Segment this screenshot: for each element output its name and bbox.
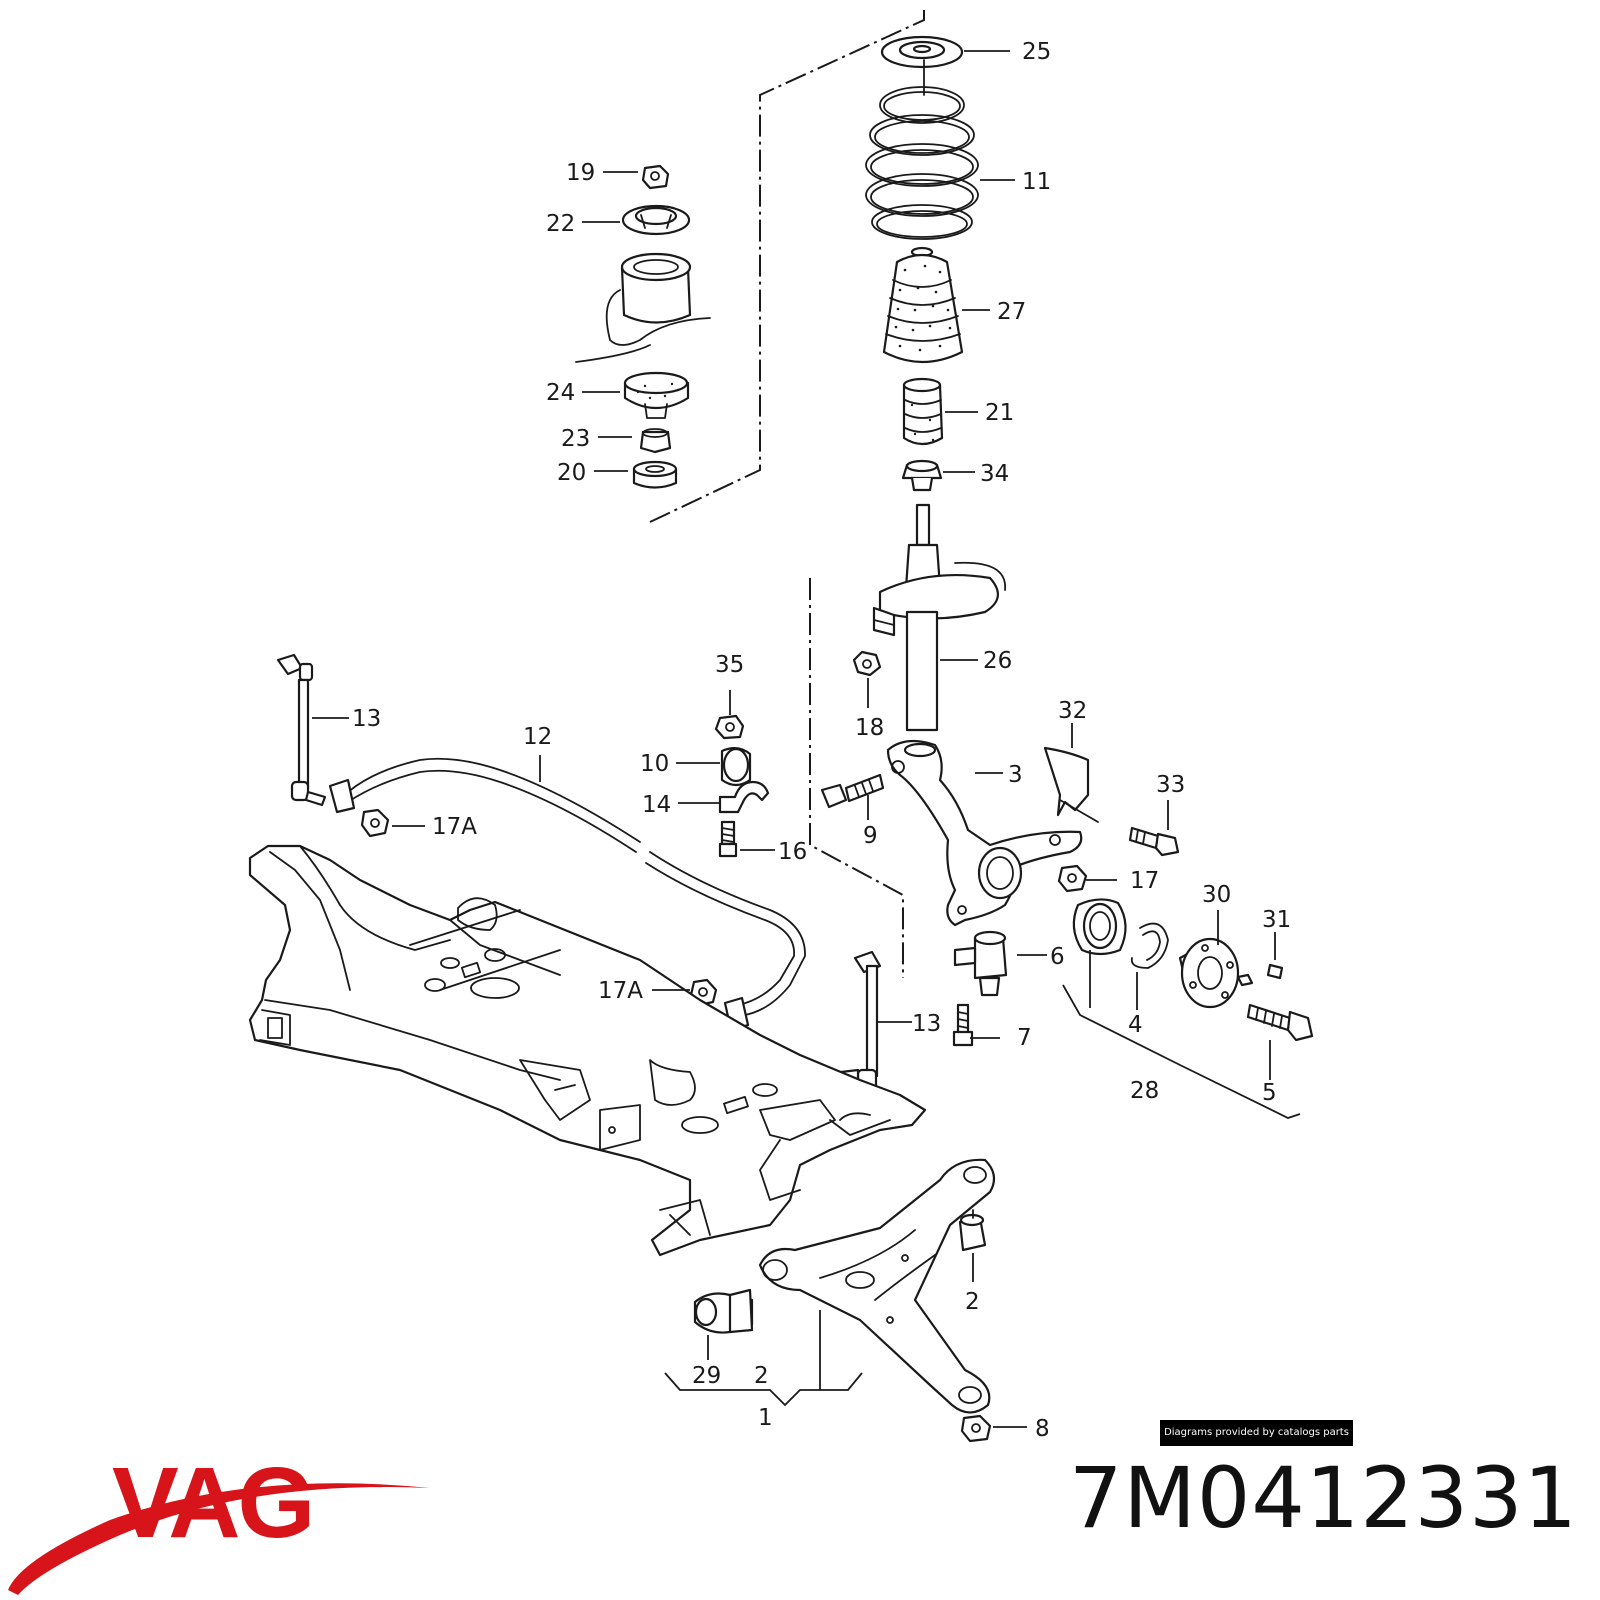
part-2-bush-rear xyxy=(958,1209,987,1252)
vag-logo-swoosh xyxy=(8,1483,430,1595)
part-24-rubber-mount xyxy=(623,371,690,419)
part-1-wishbone xyxy=(758,1158,996,1414)
callout-2-front: 2 xyxy=(754,1363,769,1389)
callout-labels: 25 11 27 21 34 26 19 22 24 23 20 18 35 1… xyxy=(352,39,1291,1442)
part-17-nut xyxy=(1057,864,1088,893)
part-19-nut xyxy=(641,164,670,190)
part-25-spring-seat xyxy=(880,35,964,96)
part-31-wheel-hub xyxy=(1178,937,1254,1009)
callout-13-right: 13 xyxy=(912,1011,941,1037)
callout-3: 3 xyxy=(1008,762,1023,788)
callout-26: 26 xyxy=(983,648,1012,674)
part-body-strut-tower xyxy=(575,252,711,363)
part-4-circlip xyxy=(1130,922,1169,969)
part-11-coil-spring xyxy=(865,86,979,240)
callout-31: 31 xyxy=(1262,907,1291,933)
callout-19: 19 xyxy=(566,160,595,186)
callout-17A-left: 17A xyxy=(432,814,477,840)
callout-33: 33 xyxy=(1156,772,1185,798)
callout-25: 25 xyxy=(1022,39,1051,65)
part-30-wheel-bearing xyxy=(1072,898,1127,956)
callout-29: 29 xyxy=(692,1363,721,1389)
part-21-bump-stop xyxy=(902,377,944,446)
part-16-bolt xyxy=(718,820,738,858)
callout-21: 21 xyxy=(985,400,1014,426)
part-13-drop-link-left xyxy=(276,653,327,807)
callout-13-left: 13 xyxy=(352,706,381,732)
callout-34: 34 xyxy=(980,461,1009,487)
part-18-nut xyxy=(852,650,882,708)
part-14-clamp xyxy=(718,780,770,814)
callout-8: 8 xyxy=(1035,1416,1050,1442)
callout-11: 11 xyxy=(1022,169,1051,195)
callout-27: 27 xyxy=(997,299,1026,325)
callout-17A-right: 17A xyxy=(598,978,643,1004)
callout-7: 7 xyxy=(1017,1025,1032,1051)
callout-4: 4 xyxy=(1128,1012,1143,1038)
part-22-mount-cap xyxy=(621,204,691,236)
part-3-wheel-bearing-housing xyxy=(886,739,1083,927)
callout-6: 6 xyxy=(1050,944,1065,970)
part-33-bolt xyxy=(1128,826,1180,857)
callout-5: 5 xyxy=(1262,1080,1277,1106)
part-20-washer xyxy=(632,460,678,489)
callout-16: 16 xyxy=(778,839,807,865)
assembly-dash-lines xyxy=(649,10,925,978)
vag-logo: VAG xyxy=(112,1447,315,1559)
part-7-bolt xyxy=(952,1003,974,1047)
part-32-splash-shield xyxy=(1043,723,1099,823)
part-34-stop-cup xyxy=(901,459,943,492)
diagram-credit-banner: Diagrams provided by catalogs parts xyxy=(1160,1420,1353,1446)
callout-24: 24 xyxy=(546,380,575,406)
part-number: 7M0412331 xyxy=(1068,1449,1578,1547)
part-5-bolt xyxy=(1246,1003,1314,1042)
part-6-ball-joint xyxy=(953,930,1008,997)
callout-22: 22 xyxy=(546,211,575,237)
part-27-dust-boot xyxy=(882,246,964,364)
part-10-bush xyxy=(720,747,752,787)
callout-32: 32 xyxy=(1058,698,1087,724)
part-26-shock-absorber xyxy=(872,503,1006,732)
part-8-nut xyxy=(960,1414,992,1443)
callout-30: 30 xyxy=(1202,882,1231,908)
callout-20: 20 xyxy=(557,460,586,486)
callout-9: 9 xyxy=(863,823,878,849)
callout-14: 14 xyxy=(642,792,671,818)
part-2-bush-front-29 xyxy=(693,1288,754,1334)
callout-2-rear: 2 xyxy=(965,1289,980,1315)
part-35-nut xyxy=(714,714,745,740)
callout-10: 10 xyxy=(640,751,669,777)
part-9-bolt xyxy=(820,773,885,809)
part-23-nut xyxy=(639,428,672,454)
part-17A-nut-left xyxy=(360,808,390,838)
callout-1: 1 xyxy=(758,1405,773,1431)
callout-17: 17 xyxy=(1130,868,1159,894)
callout-28: 28 xyxy=(1130,1078,1159,1104)
part-13-drop-link-right xyxy=(839,950,882,1092)
callout-18: 18 xyxy=(855,715,884,741)
leader-lines xyxy=(312,50,1301,1428)
callout-35: 35 xyxy=(715,652,744,678)
part-subframe xyxy=(248,844,927,1257)
callout-23: 23 xyxy=(561,426,590,452)
part-31-pin xyxy=(1266,963,1284,980)
callout-12: 12 xyxy=(523,724,552,750)
